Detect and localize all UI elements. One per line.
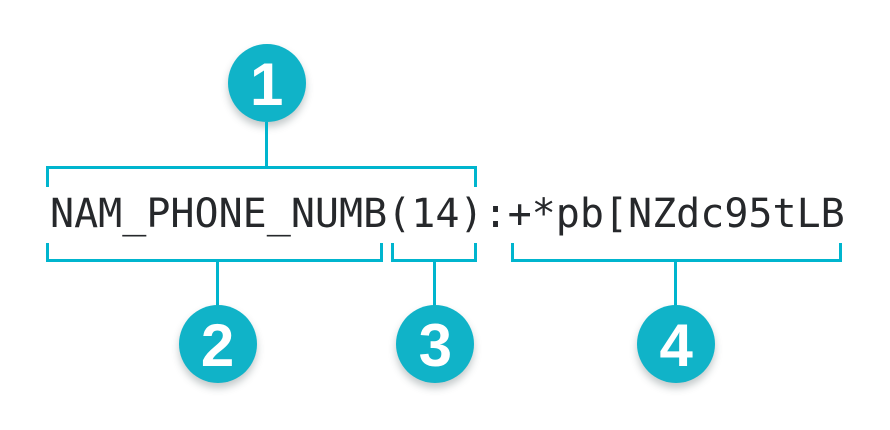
marker-4-label: 4: [659, 311, 693, 379]
marker-4-badge: 4: [637, 305, 716, 383]
bracket-field-value: [510, 243, 842, 262]
marker-2-position: 2: [178, 305, 257, 383]
connector-line-2: [215, 261, 219, 306]
marker-3-position: 3: [396, 305, 475, 383]
marker-3-label: 3: [418, 311, 452, 379]
connector-line-1: [264, 122, 268, 167]
bracket-token-header: [46, 166, 478, 187]
marker-2-badge: 2: [178, 305, 257, 383]
code-separator: :: [483, 191, 508, 237]
code-string: NAM_PHONE_NUMB(14):+*pb[NZdc95tLB: [50, 194, 845, 234]
bracket-field-name: [46, 243, 384, 262]
marker-4-position: 4: [637, 305, 716, 383]
marker-1-label: 1: [250, 50, 284, 118]
code-length-segment: (14): [387, 191, 484, 237]
code-value-segment: +*pb[NZdc95tLB: [507, 191, 845, 237]
marker-1-badge: 1: [227, 44, 306, 122]
connector-line-3: [433, 261, 437, 306]
marker-1-position: 1: [227, 44, 306, 122]
bracket-field-length: [391, 243, 478, 262]
code-name-segment: NAM_PHONE_NUMB: [50, 191, 388, 237]
marker-3-badge: 3: [396, 305, 475, 383]
connector-line-4: [674, 261, 678, 306]
marker-2-label: 2: [200, 311, 235, 379]
